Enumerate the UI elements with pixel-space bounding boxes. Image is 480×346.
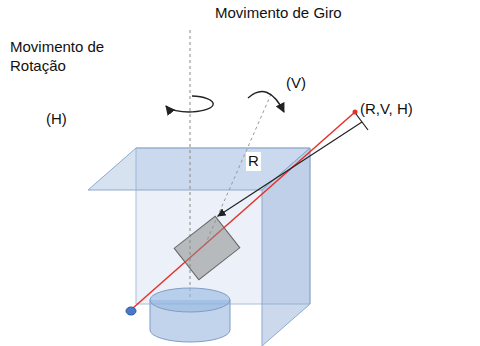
motion-label: Movimento de Rotação (10, 38, 120, 76)
rotation-arrow (166, 96, 213, 112)
dimension-label: R (246, 152, 261, 171)
motion-label: Movimento de Giro (215, 4, 342, 23)
rotating-base (150, 288, 230, 342)
tilt-arrow (248, 92, 284, 112)
range-dimension (218, 122, 362, 216)
laser-beam (133, 112, 355, 308)
axis-label: (V) (286, 74, 306, 93)
emitter (126, 307, 136, 315)
target-point (353, 110, 358, 115)
axis-label: (H) (46, 110, 67, 129)
tilting-head (174, 216, 240, 280)
point-label: (R,V, H) (360, 100, 413, 119)
